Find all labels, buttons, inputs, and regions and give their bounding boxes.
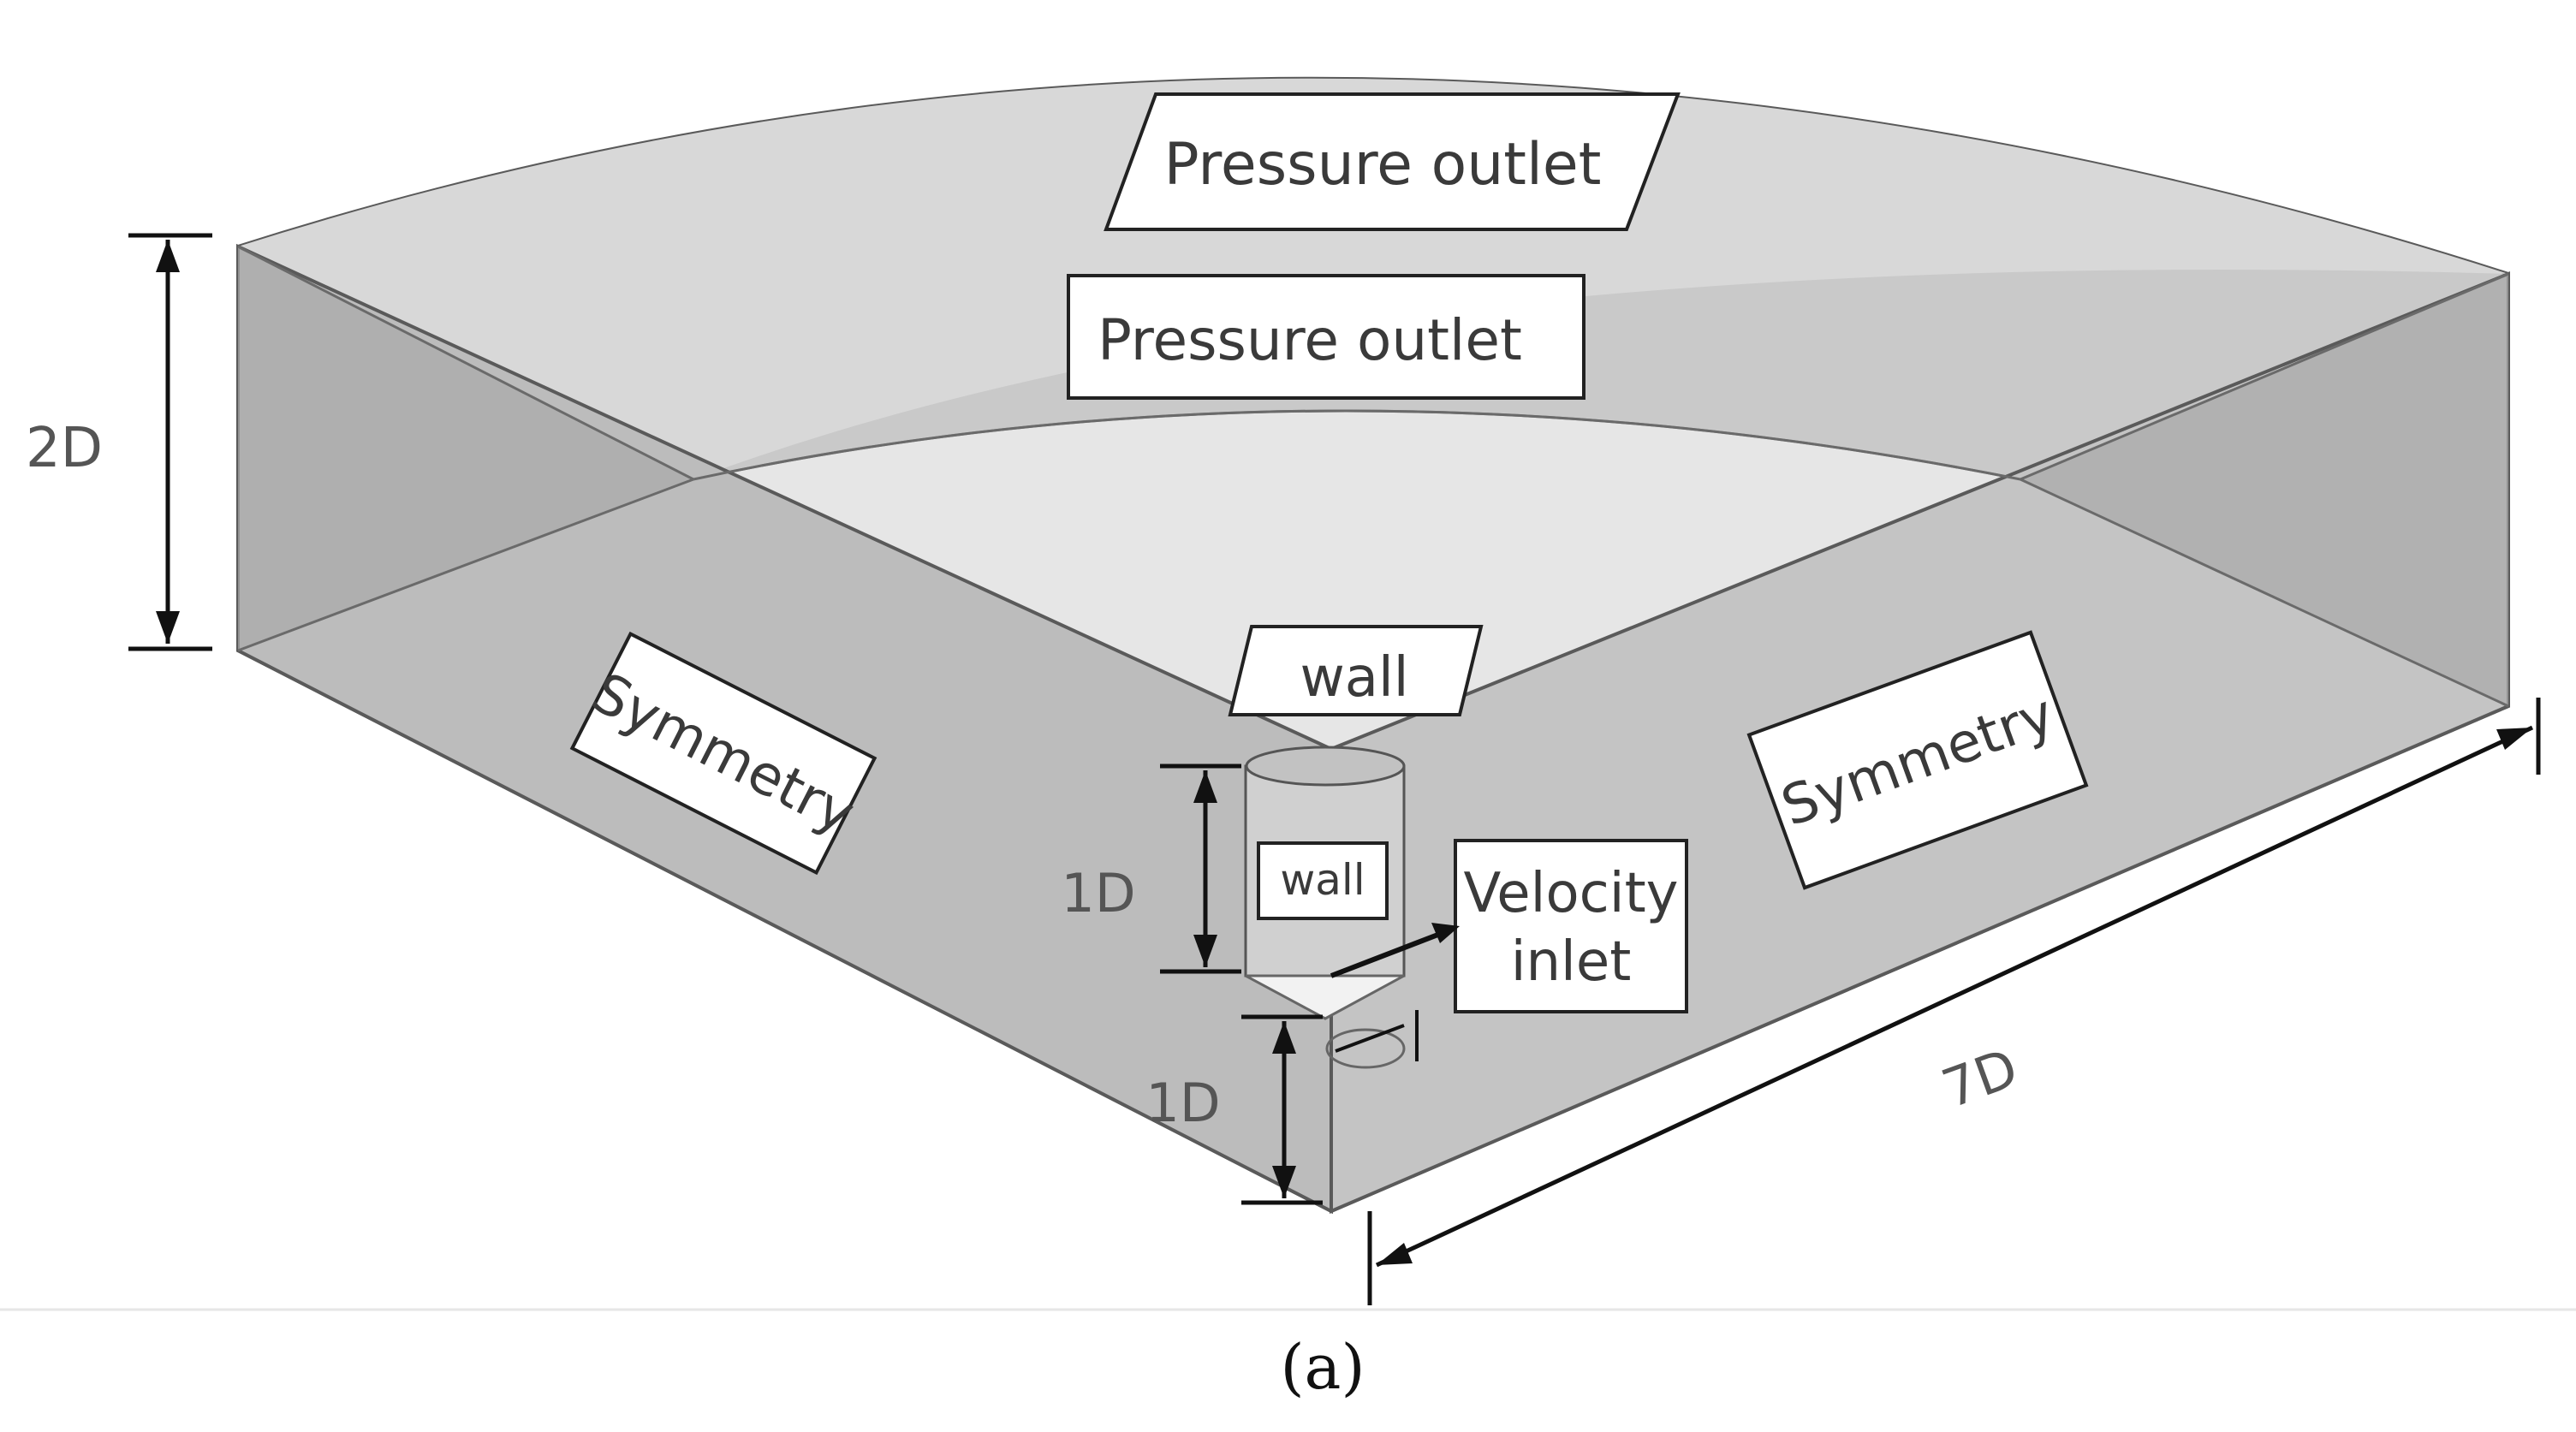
pressure-outlet-side-text: Pressure outlet bbox=[1098, 307, 1522, 373]
inlet-opening bbox=[1245, 974, 1405, 1020]
pipe-top-ellipse bbox=[1245, 746, 1406, 787]
symmetry-right-label: Symmetry bbox=[1746, 630, 2089, 890]
velocity-inlet-arrow bbox=[1330, 929, 1449, 978]
right-dark-wedge bbox=[2020, 274, 2508, 706]
velocity-inlet-label: Velocity inlet bbox=[1454, 839, 1688, 1013]
inner-arc bbox=[693, 409, 2021, 481]
dim-7d-arrow-left bbox=[1377, 1243, 1413, 1265]
dim-7d-arrow-right bbox=[2496, 728, 2532, 750]
pressure-outlet-top-text: Pressure outlet bbox=[1164, 131, 1602, 199]
dimension-lines bbox=[128, 233, 2541, 1305]
wall-pipe-label: wall bbox=[1257, 841, 1389, 920]
figure-caption: (a) bbox=[1280, 1331, 1365, 1403]
diag-right-1 bbox=[2020, 272, 2509, 481]
dim-small-radius-line bbox=[1335, 1024, 1405, 1053]
velocity-inlet-text-1: Velocity bbox=[1463, 862, 1678, 925]
dim-2d-arrow-top bbox=[156, 240, 180, 272]
pressure-outlet-top-label: Pressure outlet bbox=[1104, 92, 1681, 231]
pressure-outlet-side-label: Pressure outlet bbox=[1067, 274, 1585, 400]
dim-7d-text: 7D bbox=[1934, 1037, 2026, 1120]
dim-2d-text: 2D bbox=[26, 417, 103, 480]
left-dark-wedge bbox=[238, 247, 693, 651]
wall-bottom-text: wall bbox=[1300, 646, 1408, 710]
dim-1d-offset-text: 1D bbox=[1145, 1072, 1220, 1134]
velocity-inlet-arrowhead bbox=[1431, 923, 1460, 943]
dim-1d-pipe-arrow-bottom bbox=[1193, 935, 1217, 967]
diag-right-2 bbox=[2020, 478, 2509, 708]
wall-pipe-text: wall bbox=[1280, 855, 1365, 905]
dim-1d-pipe-arrow-top bbox=[1193, 770, 1217, 803]
inlet-base-ellipse bbox=[1325, 1028, 1406, 1069]
velocity-inlet-text-2: inlet bbox=[1511, 930, 1632, 994]
diag-left-1 bbox=[237, 245, 694, 481]
dim-1d-pipe-text: 1D bbox=[1061, 862, 1135, 924]
label-boxes: Pressure outlet Pressure outlet wall wal… bbox=[569, 92, 2089, 1013]
wall-bottom-label: wall bbox=[1228, 625, 1484, 716]
dim-2d-arrow-bottom bbox=[156, 611, 180, 644]
diag-left-2 bbox=[237, 478, 694, 652]
dim-1d-offset-arrow-top bbox=[1272, 1021, 1296, 1054]
dim-1d-offset-arrow-bottom bbox=[1272, 1166, 1296, 1198]
dim-7d-line bbox=[1375, 725, 2534, 1268]
